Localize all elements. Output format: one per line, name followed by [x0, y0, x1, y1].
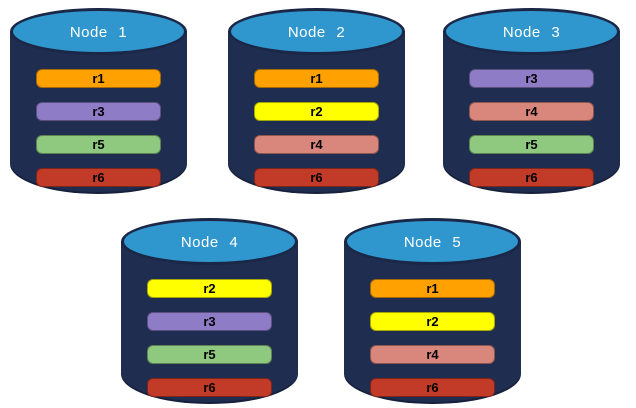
replica-bars: r1 r3 r5 r6 — [36, 69, 161, 187]
replica-bars: r1 r2 r4 r6 — [370, 279, 495, 397]
node-title: Node 1 — [69, 23, 128, 41]
replica-bar-r6: r6 — [370, 378, 495, 397]
replica-bar-r5: r5 — [469, 135, 594, 154]
replica-bar-r4: r4 — [469, 102, 594, 121]
replica-bar-r6: r6 — [254, 168, 379, 187]
replica-bar-r2: r2 — [370, 312, 495, 331]
replica-bar-r1: r1 — [36, 69, 161, 88]
replica-bars: r1 r2 r4 r6 — [254, 69, 379, 187]
node-title: Node 3 — [502, 23, 561, 41]
replica-bar-r6: r6 — [36, 168, 161, 187]
node-cylinder-1: Node 1 r1 r3 r5 r6 — [10, 8, 187, 194]
replica-bar-r4: r4 — [370, 345, 495, 364]
node-cylinder-4: Node 4 r2 r3 r5 r6 — [121, 218, 298, 404]
replica-bar-r3: r3 — [147, 312, 272, 331]
replica-bar-r5: r5 — [36, 135, 161, 154]
replica-bar-r4: r4 — [254, 135, 379, 154]
cylinder-top-ellipse: Node 5 — [344, 218, 521, 265]
replica-bar-r1: r1 — [370, 279, 495, 298]
replica-bar-r3: r3 — [36, 102, 161, 121]
cylinder-top-ellipse: Node 3 — [443, 8, 620, 55]
cylinder-top-ellipse: Node 2 — [228, 8, 405, 55]
replica-bar-r1: r1 — [254, 69, 379, 88]
node-cylinder-2: Node 2 r1 r2 r4 r6 — [228, 8, 405, 194]
node-title: Node 2 — [287, 23, 346, 41]
replica-bar-r5: r5 — [147, 345, 272, 364]
node-title: Node 5 — [403, 233, 462, 251]
cylinder-top-ellipse: Node 1 — [10, 8, 187, 55]
cylinder-top-ellipse: Node 4 — [121, 218, 298, 265]
replica-bar-r6: r6 — [469, 168, 594, 187]
replica-bar-r2: r2 — [147, 279, 272, 298]
replica-bars: r2 r3 r5 r6 — [147, 279, 272, 397]
node-cylinder-5: Node 5 r1 r2 r4 r6 — [344, 218, 521, 404]
node-title: Node 4 — [180, 233, 239, 251]
replica-bars: r3 r4 r5 r6 — [469, 69, 594, 187]
node-cylinder-3: Node 3 r3 r4 r5 r6 — [443, 8, 620, 194]
replica-bar-r3: r3 — [469, 69, 594, 88]
replica-bar-r6: r6 — [147, 378, 272, 397]
replica-bar-r2: r2 — [254, 102, 379, 121]
